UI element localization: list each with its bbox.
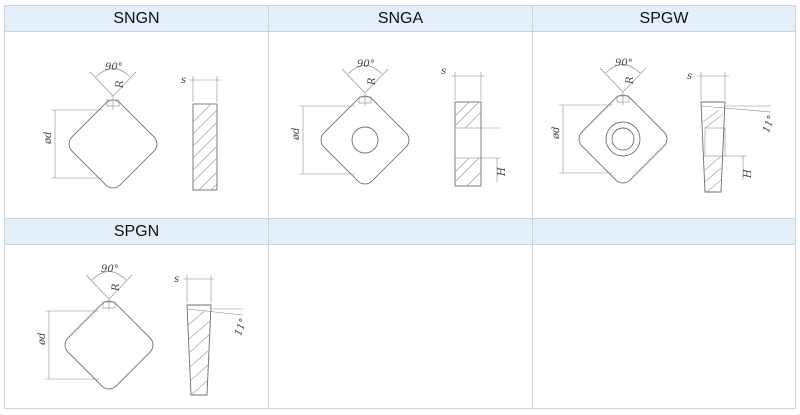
- clearance-line-top: [186, 308, 244, 316]
- sngn-drawing: 90° R ød: [43, 62, 221, 191]
- radius-label: R: [625, 76, 636, 85]
- hole-section: [454, 127, 482, 159]
- angle-leg-right: [364, 68, 389, 94]
- side-profile: [192, 103, 218, 191]
- angle-label: 90°: [357, 59, 375, 70]
- angle-leg-left: [341, 68, 366, 94]
- angle-leg-left: [85, 274, 110, 300]
- height-label: H: [743, 169, 754, 179]
- insert-top-view: 90° R ød: [37, 264, 154, 390]
- drawing-area: 90° R ød: [533, 32, 795, 218]
- height-label: H: [497, 167, 508, 177]
- side-profile: [186, 304, 212, 396]
- cell-header: SNGA: [269, 6, 532, 32]
- corner-detail: [106, 99, 120, 107]
- insert-side-view: H s: [441, 66, 508, 187]
- snga-drawing: 90° R ød: [291, 59, 508, 187]
- corner-detail: [358, 96, 372, 104]
- section-hatch: [192, 103, 218, 191]
- angle-leg-right: [108, 274, 133, 300]
- side-profile: [454, 101, 482, 187]
- angle-arc: [91, 271, 127, 281]
- hole-section: [704, 127, 726, 157]
- angle-label: 90°: [101, 264, 119, 275]
- thickness-label: s: [441, 66, 446, 77]
- angle-arc: [95, 68, 131, 78]
- insert-top-view: 90° R ød: [291, 59, 410, 185]
- center-hole: [351, 126, 379, 154]
- radius-label: R: [111, 283, 122, 292]
- diameter-label: ød: [551, 127, 562, 140]
- square-insert-outline: [68, 99, 158, 189]
- center-hole: [611, 127, 635, 151]
- angle-leg-right: [112, 71, 137, 97]
- drawing-area: 90° R ød: [5, 245, 268, 408]
- spgw-drawing: 90° R ød: [551, 58, 778, 193]
- angle-leg-left: [89, 71, 114, 97]
- cell-empty-1: [269, 219, 533, 408]
- insert-top-view: 90° R ød: [43, 62, 158, 189]
- corner-detail: [616, 95, 630, 103]
- cell-empty-2: [533, 219, 795, 408]
- cell-header: SNGN: [5, 6, 268, 32]
- side-profile: [700, 101, 726, 193]
- section-hatch: [702, 109, 724, 193]
- clearance-label: 11°: [233, 317, 249, 337]
- cell-header: SPGN: [5, 219, 268, 245]
- square-insert-outline: [64, 300, 154, 390]
- diameter-label: ød: [291, 128, 302, 141]
- thickness-label: s: [181, 75, 186, 86]
- cell-header: [533, 219, 795, 245]
- section-hatch: [187, 310, 211, 396]
- spgn-drawing: 90° R ød: [37, 264, 250, 396]
- square-insert-outline: [320, 95, 410, 185]
- corner-detail: [102, 301, 116, 309]
- cell-header: SPGW: [533, 6, 795, 32]
- angle-label: 90°: [105, 62, 123, 73]
- insert-side-view: 11° s: [174, 274, 250, 396]
- angle-label: 90°: [615, 58, 633, 69]
- cell-spgn: SPGN 90° R ød: [5, 219, 269, 408]
- square-insert-outline: [578, 94, 668, 184]
- angle-arc: [347, 65, 383, 75]
- clearance-line-top: [700, 105, 772, 113]
- angle-leg-right: [622, 67, 647, 93]
- drawing-area: [269, 245, 532, 408]
- radius-label: R: [115, 80, 126, 89]
- thickness-label: s: [174, 274, 179, 285]
- cell-snga: SNGA 90° R ød: [269, 6, 533, 219]
- section-hatch: [454, 101, 482, 187]
- diameter-label: ød: [43, 132, 54, 145]
- insert-table: SNGN 90° R ød: [4, 5, 796, 409]
- thickness-label: s: [687, 71, 692, 82]
- clearance-label: 11°: [761, 114, 777, 134]
- cell-header: [269, 219, 532, 245]
- drawing-area: 90° R ød: [269, 32, 532, 218]
- insert-top-view: 90° R ød: [551, 58, 668, 184]
- insert-side-view: s: [181, 75, 221, 191]
- angle-leg-left: [599, 67, 624, 93]
- radius-label: R: [367, 77, 378, 86]
- angle-arc: [605, 64, 641, 74]
- cell-spgw: SPGW 90° R ød: [533, 6, 795, 219]
- ring-outer: [605, 121, 641, 157]
- drawing-area: 90° R ød: [5, 32, 268, 218]
- insert-side-view: 11° H s: [687, 71, 778, 193]
- drawing-area: [533, 245, 795, 408]
- cell-sngn: SNGN 90° R ød: [5, 6, 269, 219]
- diameter-label: ød: [37, 333, 48, 346]
